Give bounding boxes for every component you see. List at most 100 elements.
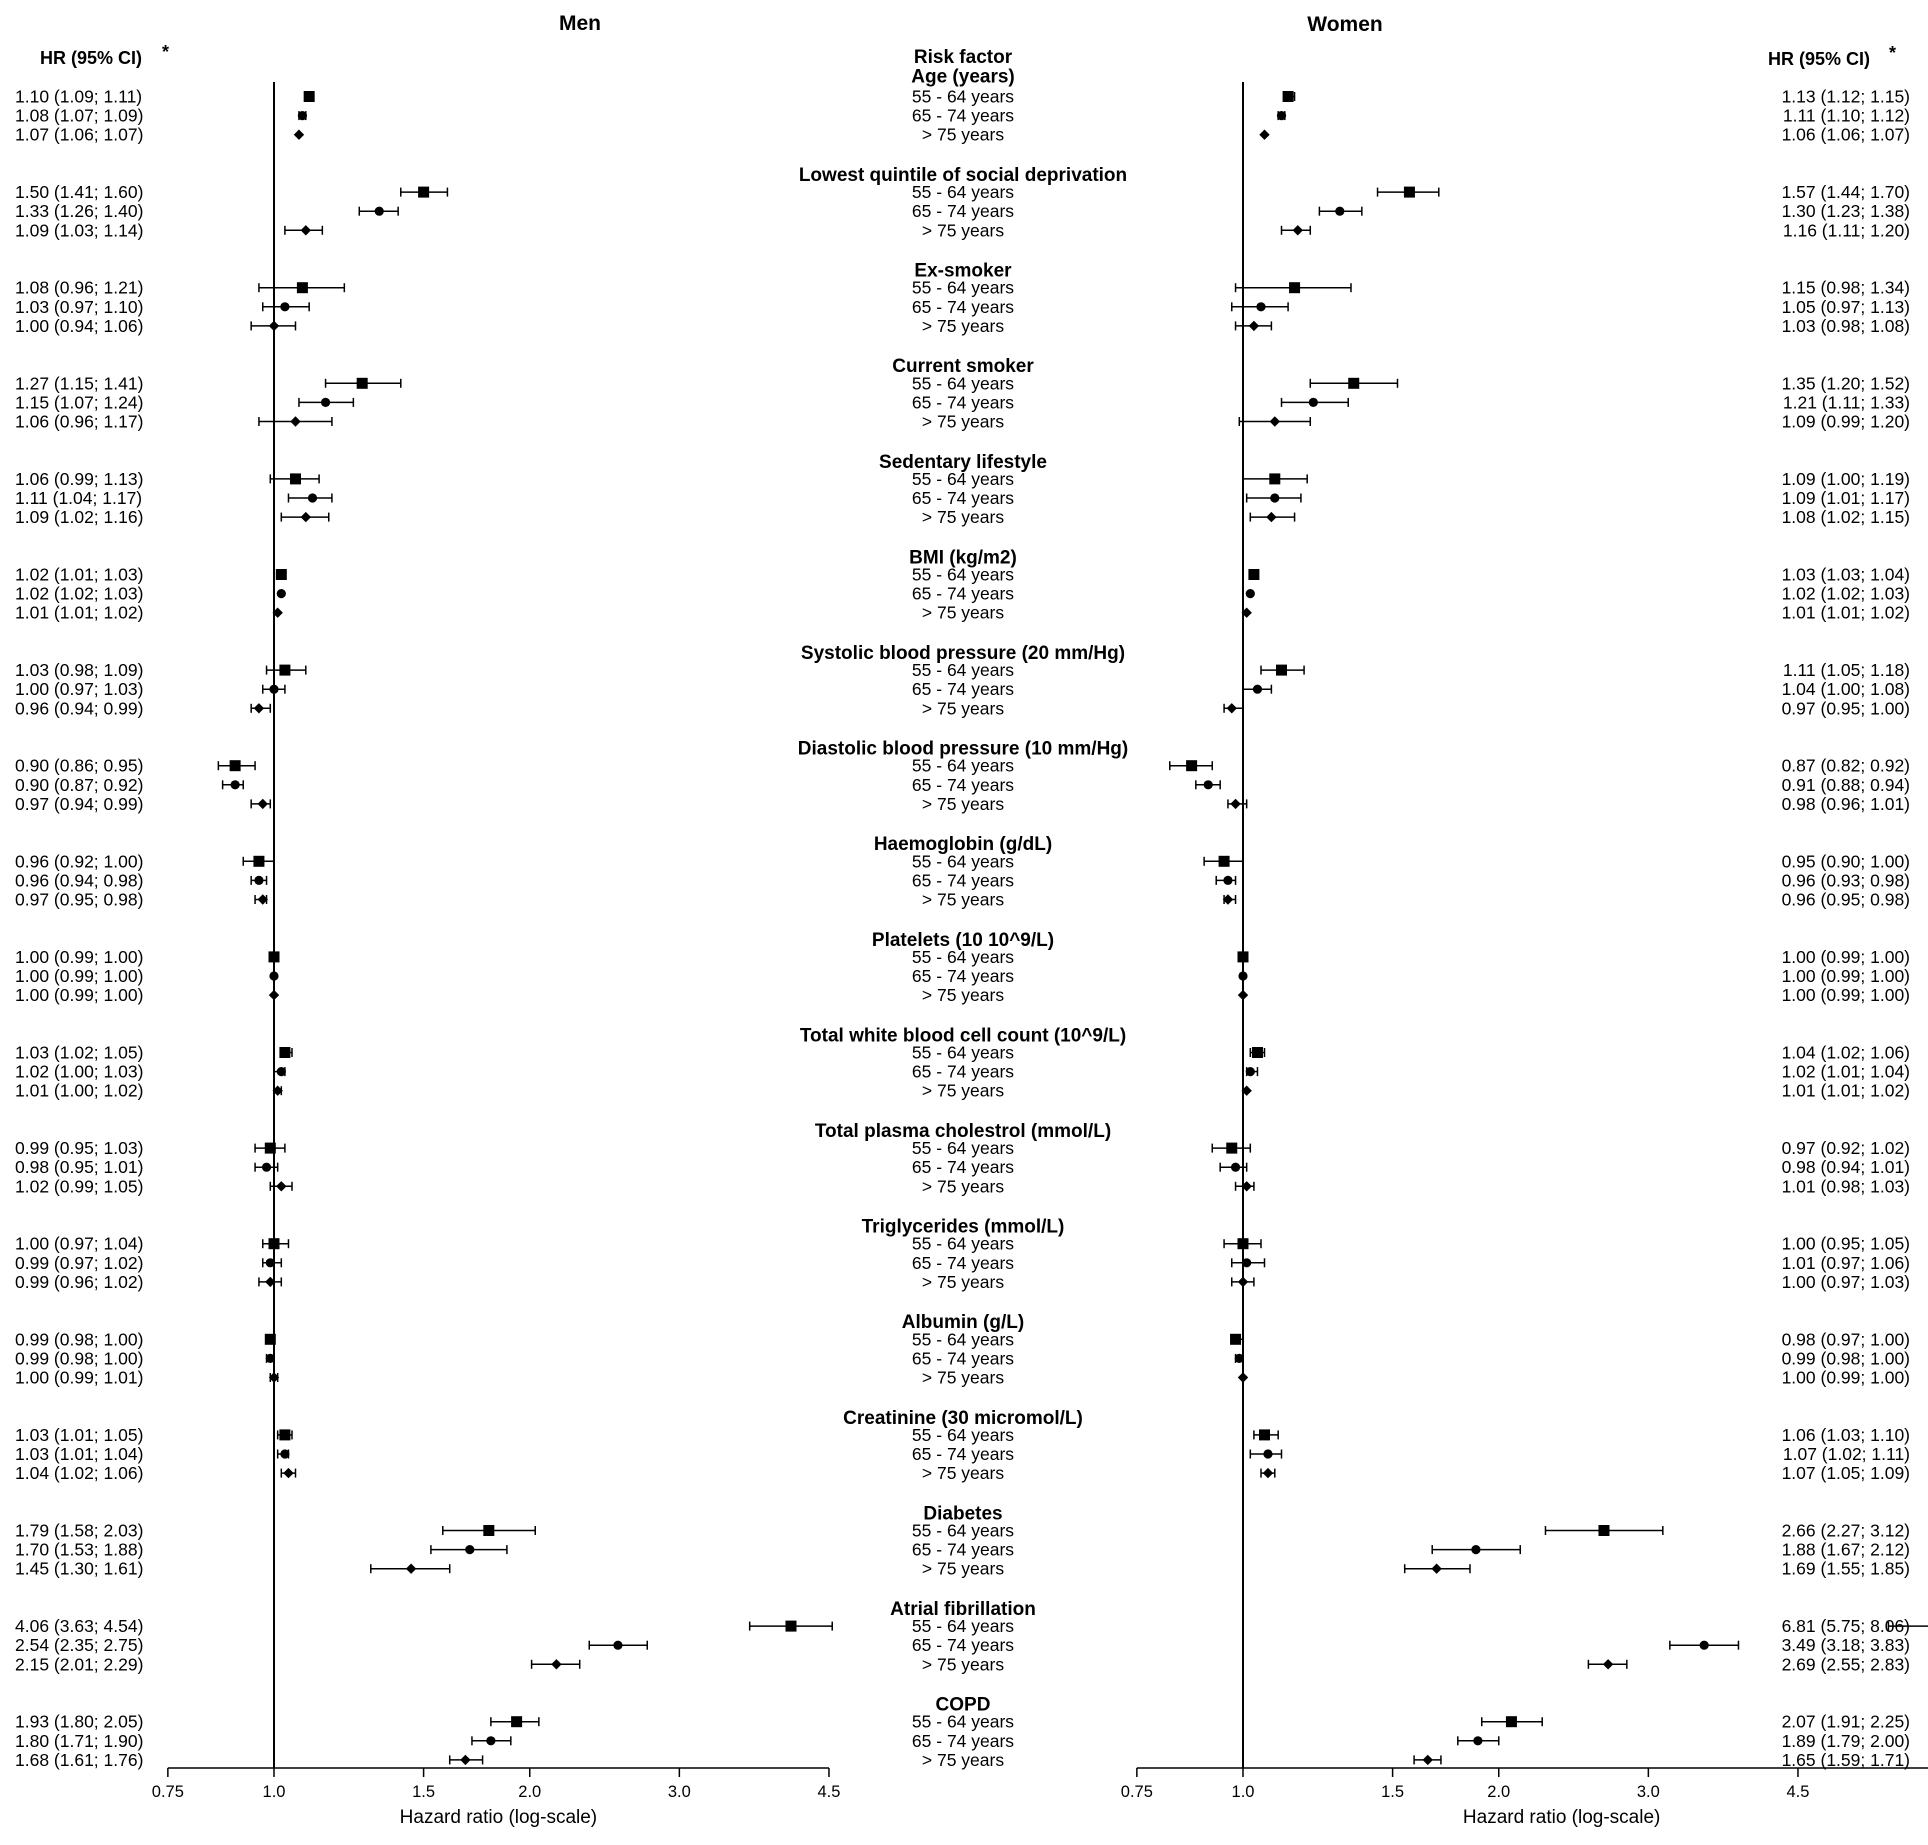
women-hr-label: 1.02 (1.01; 1.04) <box>1782 1062 1910 1082</box>
asterisk-right: * <box>1889 43 1896 63</box>
men-hr-label: 0.99 (0.98; 1.00) <box>15 1348 143 1368</box>
age-group-label: 55 - 64 years <box>912 182 1014 202</box>
men-circle-marker <box>280 1449 290 1459</box>
women-hr-label: 1.07 (1.02; 1.11) <box>1783 1444 1910 1464</box>
age-group-label: 65 - 74 years <box>912 297 1014 317</box>
men-circle-marker <box>261 1162 272 1172</box>
men-circle-marker <box>265 1353 275 1363</box>
men-diamond-marker <box>257 798 268 810</box>
men-diamond-marker <box>405 1563 417 1574</box>
women-diamond-marker <box>1269 416 1280 427</box>
women-diamond-marker <box>1248 320 1260 332</box>
women-diamond-marker <box>1262 1467 1274 1479</box>
women-hr-label: 1.00 (0.99; 1.00) <box>1782 985 1910 1005</box>
men-hr-label: 1.01 (1.00; 1.02) <box>15 1081 143 1101</box>
men-circle-marker <box>276 589 286 599</box>
women-hr-label: 1.21 (1.11; 1.33) <box>1783 392 1910 412</box>
age-group-label: > 75 years <box>922 985 1004 1005</box>
age-group-label: 55 - 64 years <box>912 1616 1014 1636</box>
men-circle-marker <box>613 1640 623 1650</box>
men-hr-label: 1.00 (0.99; 1.01) <box>15 1368 143 1388</box>
age-group-label: 55 - 64 years <box>912 1521 1014 1541</box>
age-group-label: 55 - 64 years <box>912 565 1014 585</box>
men-diamond-marker <box>265 1276 276 1288</box>
age-group-label: > 75 years <box>922 890 1004 910</box>
men-hr-label: 1.93 (1.80; 2.05) <box>15 1712 143 1732</box>
age-group-label: 65 - 74 years <box>912 870 1014 890</box>
men-hr-label: 1.27 (1.15; 1.41) <box>15 373 143 393</box>
men-square-marker <box>296 282 308 294</box>
age-group-label: 65 - 74 years <box>912 775 1014 795</box>
age-group-label: > 75 years <box>922 507 1004 527</box>
men-circle-marker <box>269 684 279 694</box>
risk-factor-name: Creatinine (30 micromol/L) <box>843 1408 1083 1429</box>
women-square-marker <box>1598 1525 1610 1536</box>
men-circle-marker <box>254 875 264 886</box>
men-diamond-marker <box>300 225 311 236</box>
women-circle-marker <box>1223 875 1233 886</box>
men-hr-label: 1.15 (1.07; 1.24) <box>15 392 143 412</box>
women-hr-label: 0.87 (0.82; 0.92) <box>1782 756 1910 776</box>
men-hr-label: 1.00 (0.99; 1.00) <box>15 966 143 986</box>
men-hr-label: 1.02 (1.00; 1.03) <box>15 1062 143 1082</box>
men-circle-marker <box>269 971 279 981</box>
women-square-marker <box>1289 282 1301 294</box>
women-diamond-marker <box>1602 1659 1614 1670</box>
women-circle-marker <box>1270 493 1280 503</box>
women-hr-label: 0.97 (0.92; 1.02) <box>1782 1138 1910 1158</box>
women-hr-label: 1.00 (0.99; 1.00) <box>1782 1368 1910 1388</box>
men-hr-label: 0.97 (0.95; 0.98) <box>15 890 143 910</box>
women-diamond-marker <box>1241 607 1252 618</box>
men-hr-label: 1.68 (1.61; 1.76) <box>15 1750 143 1770</box>
women-x-axis-label: Hazard ratio (log-scale) <box>1463 1807 1660 1828</box>
women-hr-label: 1.06 (1.03; 1.10) <box>1782 1425 1910 1445</box>
men-hr-label: 1.04 (1.02; 1.06) <box>15 1463 143 1483</box>
women-circle-marker <box>1245 589 1255 599</box>
women-hr-label: 1.01 (1.01; 1.02) <box>1782 603 1910 623</box>
age-group-label: 55 - 64 years <box>912 1043 1014 1063</box>
age-group-label: 65 - 74 years <box>912 1731 1014 1751</box>
women-hr-label: 1.11 (1.10; 1.12) <box>1783 106 1910 126</box>
men-circle-marker <box>230 780 240 790</box>
men-hr-label: 1.08 (0.96; 1.21) <box>15 278 143 298</box>
men-hr-label: 0.97 (0.94; 0.99) <box>15 794 143 814</box>
women-hr-label: 1.04 (1.02; 1.06) <box>1782 1043 1910 1063</box>
women-diamond-marker <box>1237 1276 1249 1288</box>
age-group-label: 65 - 74 years <box>912 392 1014 412</box>
age-group-label: 55 - 64 years <box>912 851 1014 871</box>
women-hr-label: 0.91 (0.88; 0.94) <box>1782 775 1910 795</box>
men-hr-label: 1.00 (0.99; 1.00) <box>15 947 143 967</box>
hr-ci-label-left: HR (95% CI) <box>40 48 142 68</box>
age-group-label: > 75 years <box>922 1272 1004 1292</box>
risk-factor-name: Diastolic blood pressure (10 mm/Hg) <box>798 739 1128 760</box>
age-group-label: > 75 years <box>922 698 1004 718</box>
age-group-label: 55 - 64 years <box>912 1712 1014 1732</box>
risk-factor-name: Sedentary lifestyle <box>879 452 1047 473</box>
women-hr-label: 1.00 (0.97; 1.03) <box>1782 1272 1910 1292</box>
risk-factor-name: COPD <box>936 1695 991 1716</box>
women-hr-label: 1.69 (1.55; 1.85) <box>1782 1559 1910 1579</box>
women-hr-label: 1.30 (1.23; 1.38) <box>1782 201 1910 221</box>
women-circle-marker <box>1473 1736 1483 1746</box>
risk-factor-name: BMI (kg/m2) <box>909 547 1017 568</box>
men-panel-title: Men <box>559 12 601 35</box>
women-square-marker <box>1218 855 1230 867</box>
age-group-label: 55 - 64 years <box>912 1234 1014 1254</box>
men-square-marker <box>279 664 291 676</box>
men-circle-marker <box>374 206 384 216</box>
women-hr-label: 1.07 (1.05; 1.09) <box>1782 1463 1910 1483</box>
men-hr-label: 1.03 (1.01; 1.04) <box>15 1444 143 1464</box>
women-circle-marker <box>1245 1067 1255 1077</box>
hr-ci-label-right: HR (95% CI) <box>1768 49 1870 69</box>
men-hr-label: 0.99 (0.97; 1.02) <box>15 1253 143 1273</box>
men-square-marker <box>483 1525 495 1536</box>
age-group-label: 65 - 74 years <box>912 966 1014 986</box>
risk-factor-name: Triglycerides (mmol/L) <box>862 1217 1065 1238</box>
men-hr-label: 1.03 (0.97; 1.10) <box>15 297 143 317</box>
women-hr-label: 1.04 (1.00; 1.08) <box>1782 679 1910 699</box>
women-hr-label: 2.07 (1.91; 2.25) <box>1782 1712 1910 1732</box>
men-hr-label: 1.00 (0.94; 1.06) <box>15 316 143 336</box>
women-hr-label: 1.88 (1.67; 2.12) <box>1782 1540 1910 1560</box>
women-square-marker <box>1251 1047 1263 1058</box>
